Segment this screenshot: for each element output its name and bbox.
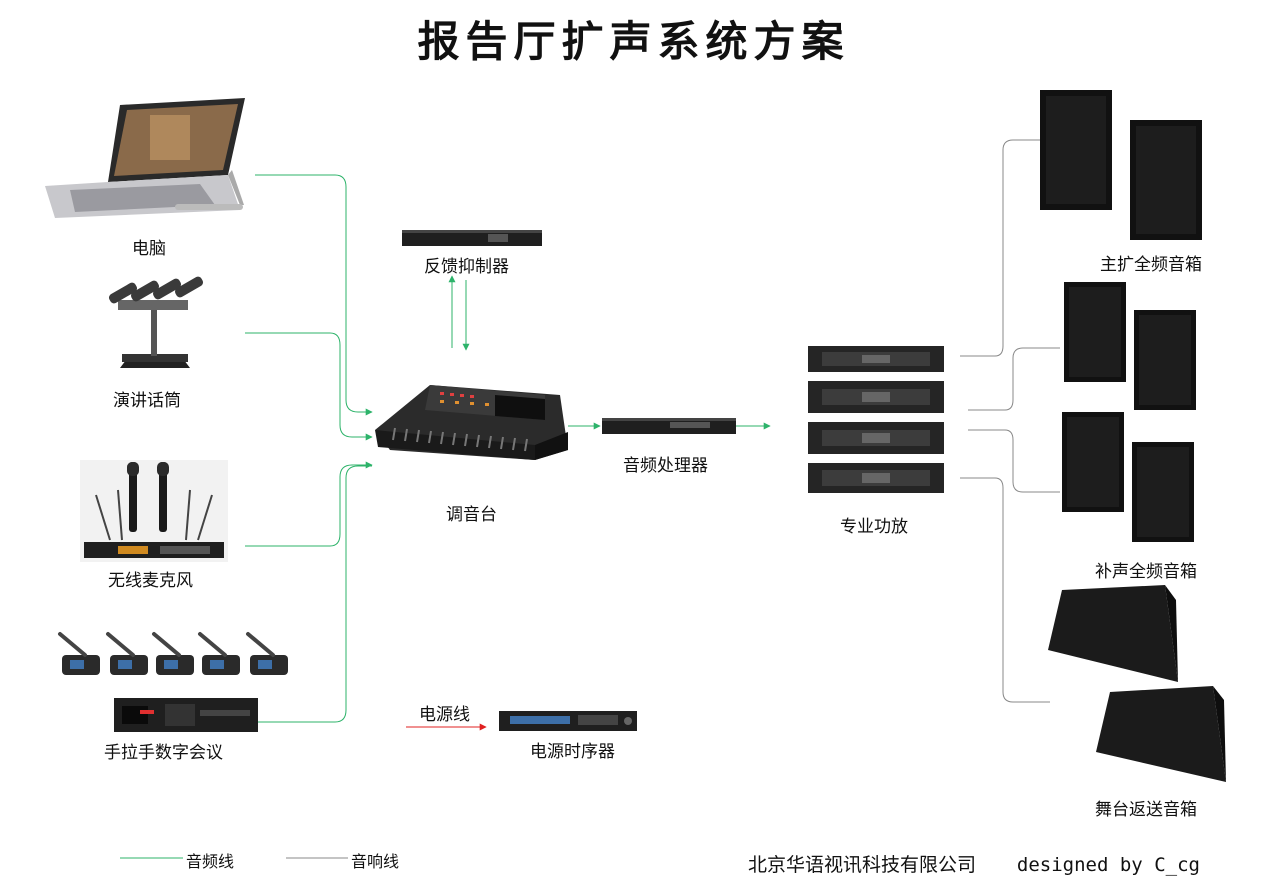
wire-amp4-monitor	[960, 477, 1050, 703]
label-processor: 音频处理器	[623, 456, 708, 476]
wire-lectern-mixer	[245, 332, 373, 441]
amplifier-stack-icon	[808, 346, 944, 493]
label-amplifier: 专业功放	[840, 517, 908, 537]
audio-processor-icon	[602, 418, 736, 434]
label-fill-speakers: 补声全频音箱	[1095, 562, 1197, 582]
label-computer: 电脑	[132, 239, 166, 259]
label-lectern-mic: 演讲话筒	[113, 391, 181, 411]
wire-amp3-fill-bottom	[968, 429, 1060, 493]
footer: 北京华语视讯科技有限公司 designed by C_cg	[748, 850, 1200, 877]
diagram-title: 报告厅扩声系统方案	[417, 17, 850, 66]
label-mixer: 调音台	[446, 505, 497, 525]
lectern-mic-icon	[108, 276, 204, 368]
wire-amp2-fill-top	[968, 347, 1060, 411]
wire-amp1-main	[960, 139, 1040, 357]
power-sequencer-icon	[499, 711, 637, 731]
main-speakers-icon	[1040, 90, 1202, 240]
monitor-speakers-icon	[1048, 585, 1226, 782]
label-main-speakers: 主扩全频音箱	[1100, 255, 1202, 275]
label-wireless-mic: 无线麦克风	[108, 571, 193, 591]
legend-speaker-label: 音响线	[351, 852, 400, 871]
wire-computer-mixer	[255, 174, 373, 416]
fill-speakers-icon	[1062, 282, 1196, 542]
label-feedback: 反馈抑制器	[424, 257, 509, 277]
conference-units-icon	[58, 632, 288, 732]
label-sequencer: 电源时序器	[530, 742, 615, 762]
wire-wireless-mixer	[245, 461, 373, 547]
wire-conference-mixer	[258, 465, 372, 723]
legend-audio-label: 音频线	[186, 852, 235, 871]
label-monitor-speakers: 舞台返送音箱	[1095, 800, 1197, 820]
label-conference: 手拉手数字会议	[104, 743, 223, 763]
mixer-console-icon	[375, 385, 568, 460]
footer-company: 北京华语视讯科技有限公司	[748, 854, 977, 876]
label-power-line: 电源线	[419, 705, 470, 725]
wireless-mic-icon	[80, 460, 228, 562]
footer-designer: designed by C_cg	[1016, 854, 1200, 876]
laptop-icon	[45, 98, 245, 218]
feedback-suppressor-icon	[402, 230, 542, 246]
